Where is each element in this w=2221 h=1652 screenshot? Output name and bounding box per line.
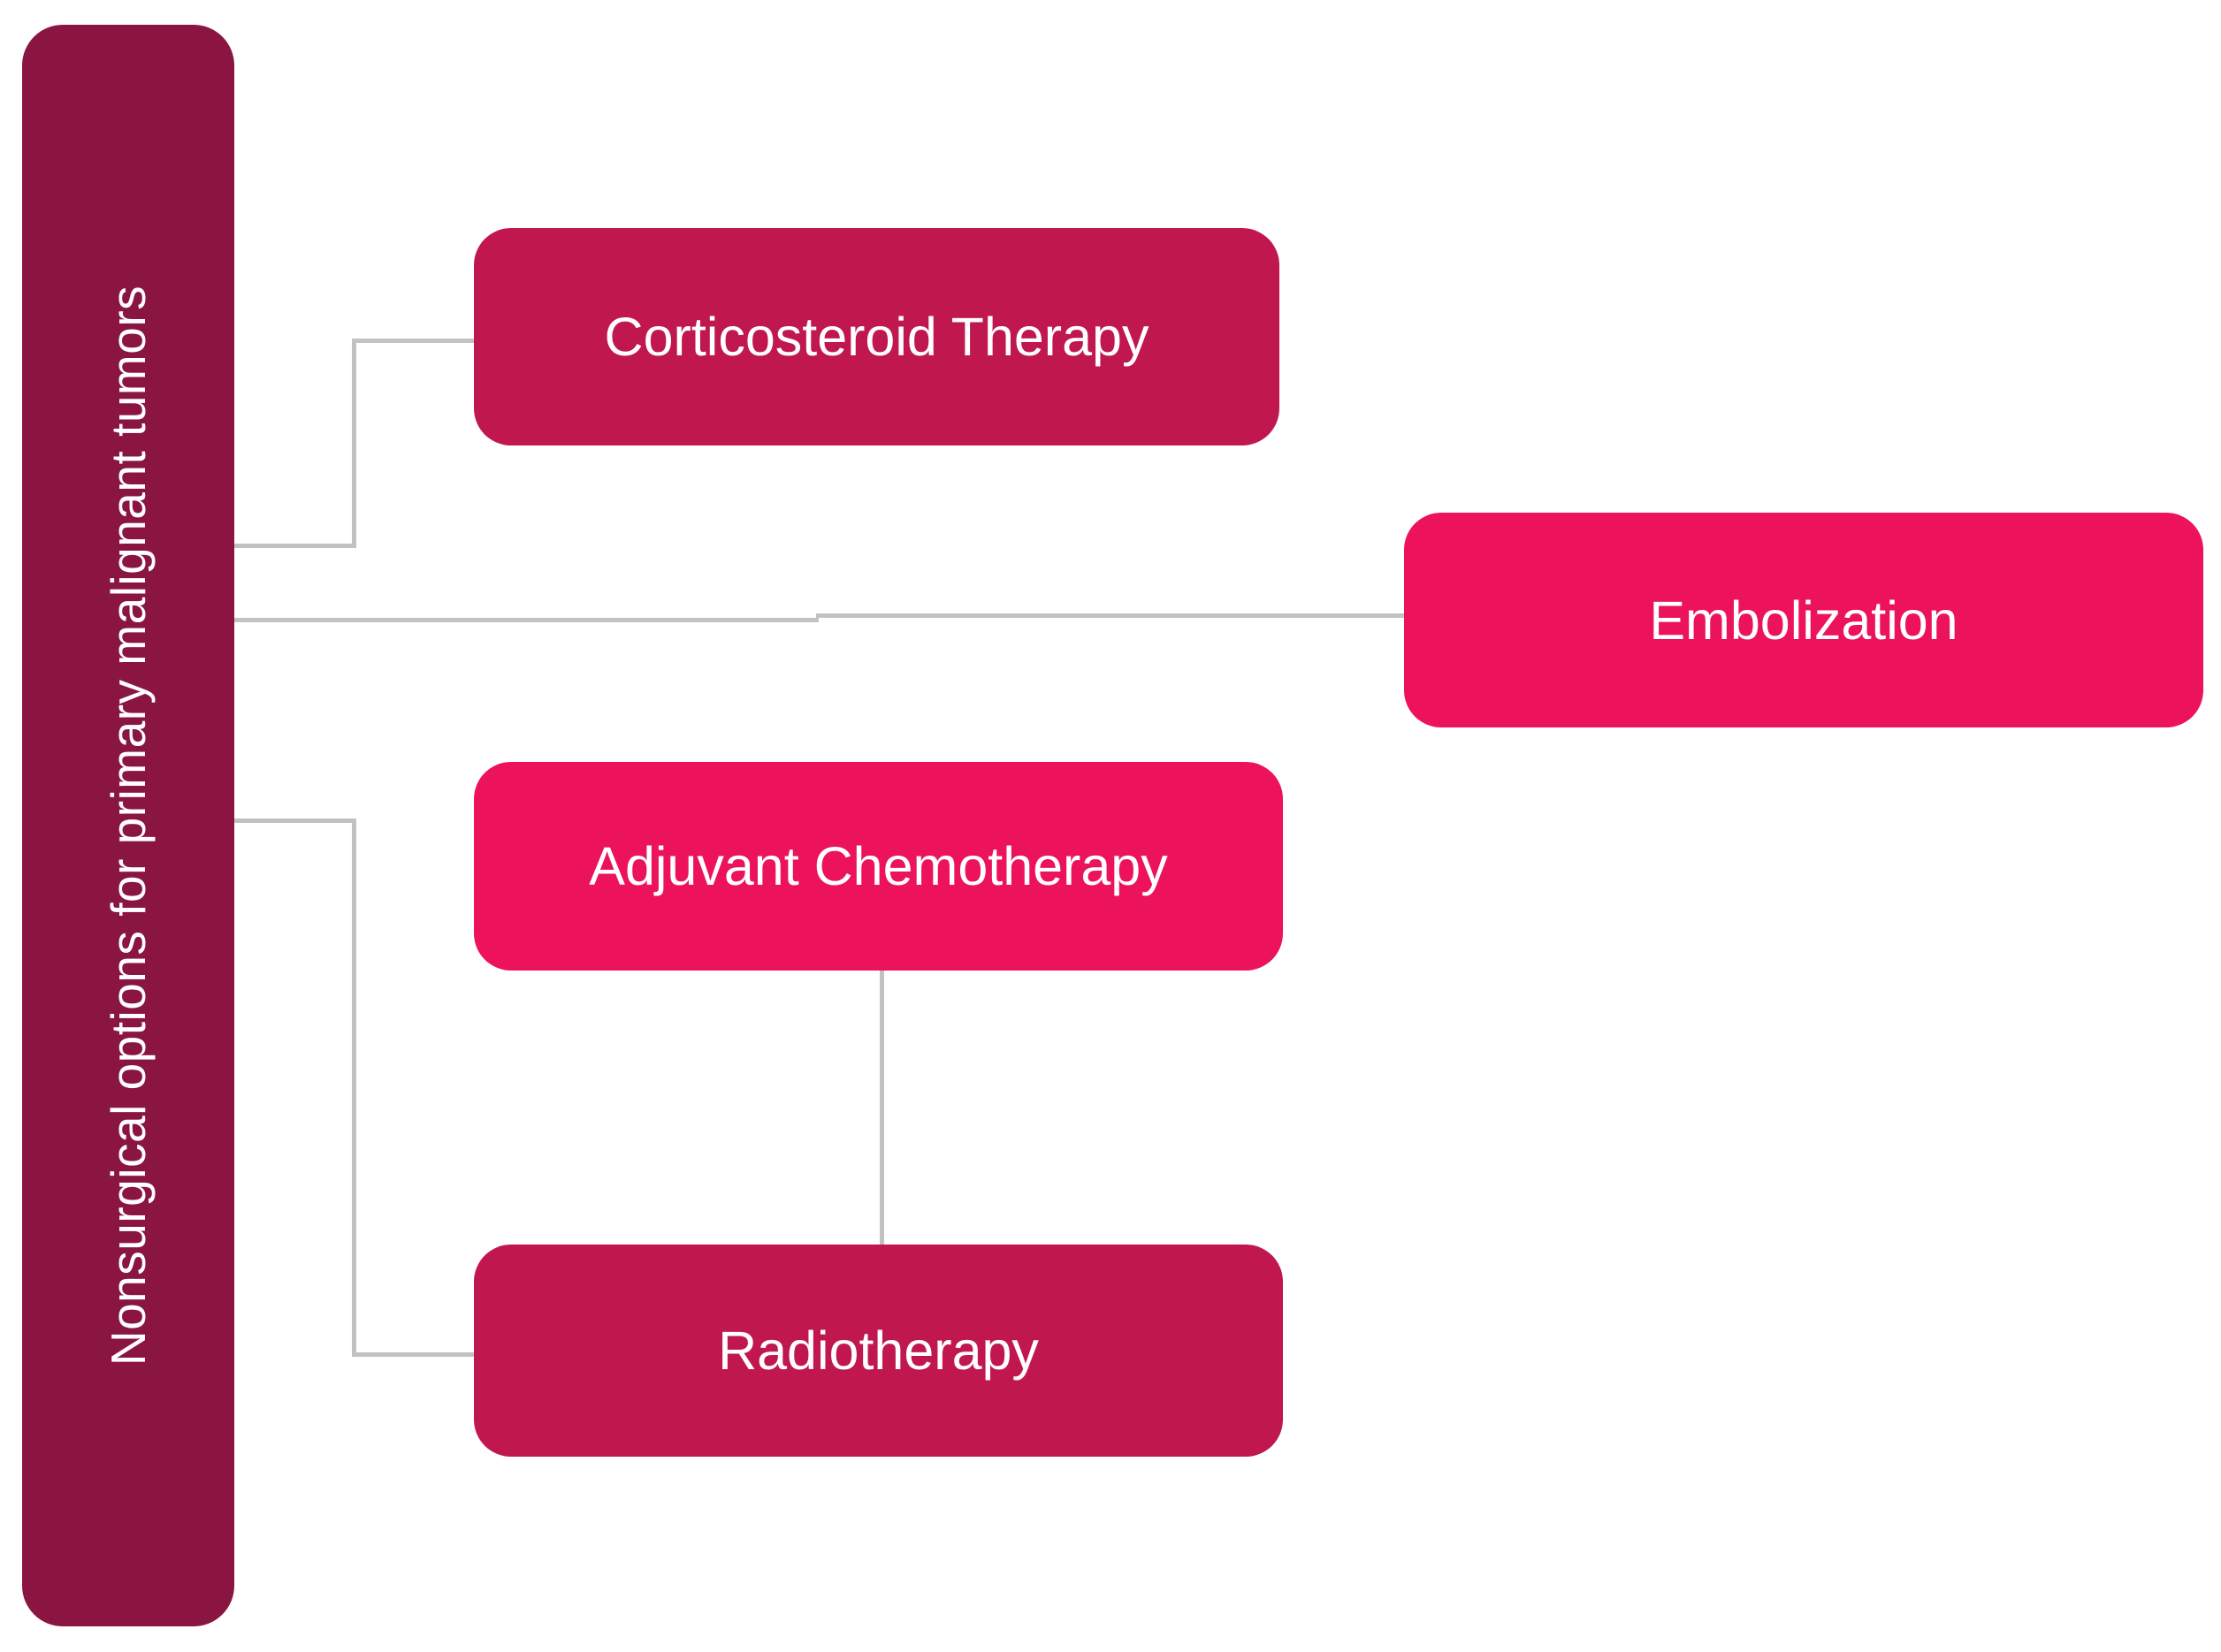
node-corticosteroid-therapy-label: Corticosteroid Therapy <box>604 307 1149 367</box>
connector-root-to-radiotherapy-horizontal-2 <box>352 1352 474 1357</box>
connector-root-to-embolization-segment-2 <box>816 613 1404 618</box>
node-embolization-label: Embolization <box>1649 590 1958 651</box>
connector-root-to-corticosteroid-vertical <box>352 339 356 548</box>
node-root-nonsurgical-options[interactable]: Nonsurgical options for primary malignan… <box>22 25 234 1626</box>
connector-root-to-corticosteroid-horizontal-1 <box>234 544 355 548</box>
connector-root-to-radiotherapy-horizontal-1 <box>234 818 355 823</box>
connector-root-to-corticosteroid-horizontal-2 <box>352 339 474 343</box>
node-embolization[interactable]: Embolization <box>1404 513 2203 727</box>
node-corticosteroid-therapy[interactable]: Corticosteroid Therapy <box>474 228 1279 445</box>
node-adjuvant-chemotherapy[interactable]: Adjuvant Chemotherapy <box>474 762 1283 971</box>
node-radiotherapy-label: Radiotherapy <box>718 1321 1039 1381</box>
node-adjuvant-chemotherapy-label: Adjuvant Chemotherapy <box>589 836 1168 896</box>
node-root-label: Nonsurgical options for primary malignan… <box>101 285 156 1367</box>
connector-adjuvant-to-radiotherapy <box>880 971 884 1245</box>
connector-root-to-embolization-segment-1 <box>234 618 819 622</box>
connector-root-to-radiotherapy-vertical <box>352 818 356 1357</box>
node-radiotherapy[interactable]: Radiotherapy <box>474 1245 1283 1457</box>
